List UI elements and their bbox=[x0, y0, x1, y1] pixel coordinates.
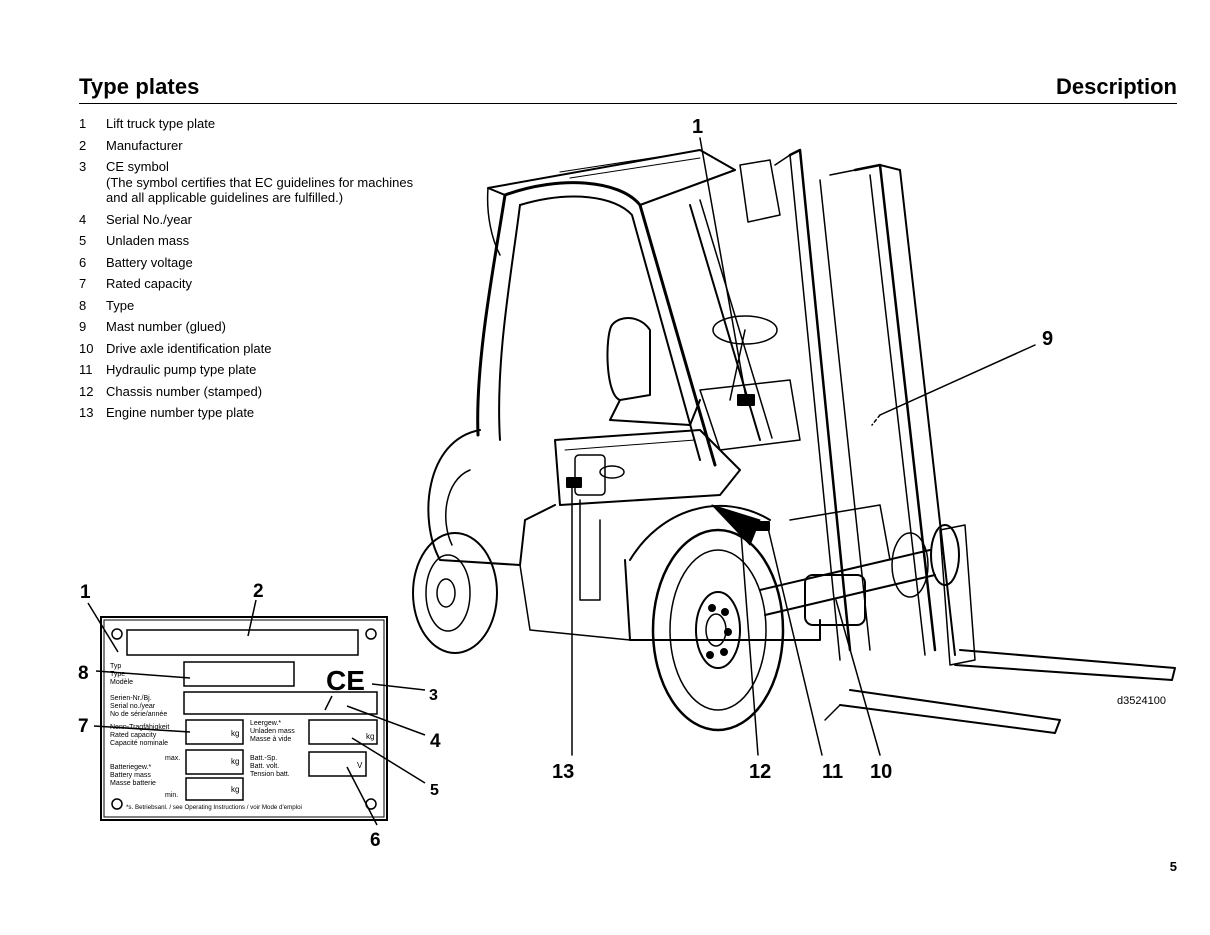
figure-code: d3524100 bbox=[1117, 695, 1166, 707]
legend-text: Manufacturer bbox=[106, 137, 183, 153]
label-unladen-fr: Masse à vide bbox=[250, 736, 291, 743]
legend-item: 12 Chassis number (stamped) bbox=[79, 384, 439, 400]
legend-item: 13 Engine number type plate bbox=[79, 405, 439, 421]
label-volt-en: Batt. volt. bbox=[250, 763, 279, 770]
unit-kg: kg bbox=[231, 757, 239, 766]
plate-callout-6: 6 bbox=[370, 830, 381, 851]
legend-list: 1 Lift truck type plate 2 Manufacturer 3… bbox=[79, 116, 439, 427]
plate-callout-7: 7 bbox=[78, 716, 89, 737]
legend-number: 9 bbox=[79, 319, 87, 334]
legend-text: Serial No./year bbox=[106, 211, 192, 227]
label-volt-de: Batt.-Sp. bbox=[250, 755, 277, 762]
legend-text: Mast number (glued) bbox=[106, 319, 226, 334]
legend-number: 8 bbox=[79, 297, 87, 313]
callout-1: 1 bbox=[692, 116, 703, 138]
legend-number: 5 bbox=[79, 233, 87, 248]
legend-item: 8 Type bbox=[79, 298, 439, 314]
legend-text: Type bbox=[106, 297, 135, 313]
ce-mark: CE bbox=[326, 665, 365, 696]
label-serial-fr: No de série/année bbox=[110, 711, 167, 718]
legend-text: Chassis number (stamped) bbox=[106, 383, 263, 399]
plate-callout-4: 4 bbox=[430, 731, 441, 752]
header-rule bbox=[79, 103, 1177, 104]
page-number: 5 bbox=[1169, 859, 1177, 874]
legend-text: CE symbol bbox=[106, 159, 169, 174]
plate-units: kg kg kg V kg bbox=[231, 729, 374, 794]
legend-item: 9 Mast number (glued) bbox=[79, 319, 439, 335]
legend-item: 10 Drive axle identification plate bbox=[79, 341, 439, 357]
legend-text: Rated capacity bbox=[106, 276, 192, 291]
label-rated-de: Nenn-Tragfähigkeit bbox=[110, 724, 169, 731]
label-batt-de: Batteriegew.* bbox=[110, 764, 152, 771]
legend-number: 10 bbox=[79, 340, 94, 356]
plate-callout-2: 2 bbox=[253, 581, 264, 602]
legend-item: 4 Serial No./year bbox=[79, 212, 439, 228]
legend-item: 11 Hydraulic pump type plate bbox=[79, 362, 439, 378]
callout-13: 13 bbox=[552, 761, 574, 783]
unit-kg: kg bbox=[231, 785, 239, 794]
legend-item: 7 Rated capacity bbox=[79, 276, 439, 292]
plate-callout-5: 5 bbox=[430, 782, 439, 799]
plate-callout-8: 8 bbox=[78, 663, 89, 684]
unit-kg: kg bbox=[231, 729, 239, 738]
label-rated-en: Rated capacity bbox=[110, 732, 157, 739]
label-serial-en: Serial no./year bbox=[110, 703, 156, 710]
unit-kg: kg bbox=[366, 732, 374, 741]
legend-text: Battery voltage bbox=[106, 254, 193, 270]
legend-item: 2 Manufacturer bbox=[79, 138, 439, 154]
unit-volt: V bbox=[357, 761, 363, 770]
legend-number: 3 bbox=[79, 159, 87, 174]
label-rated-fr: Capacité nominale bbox=[110, 740, 168, 747]
legend-number: 1 bbox=[79, 116, 87, 131]
legend-text: Unladen mass bbox=[106, 233, 190, 248]
legend-number: 12 bbox=[79, 383, 94, 399]
label-volt-fr: Tension batt. bbox=[250, 771, 290, 778]
legend-text: Drive axle identification plate bbox=[106, 340, 272, 356]
label-unladen-en: Unladen mass bbox=[250, 728, 295, 735]
plate-labels: Typ Type Modèle Serien-Nr./Bj. Serial no… bbox=[110, 663, 302, 811]
callout-9: 9 bbox=[1042, 328, 1053, 350]
section-title: Type plates bbox=[79, 74, 200, 99]
legend-number: 2 bbox=[79, 137, 87, 153]
label-batt-en: Battery mass bbox=[110, 772, 151, 779]
forklift-drawing bbox=[412, 137, 1176, 756]
callout-11: 11 bbox=[822, 761, 843, 783]
legend-text-group: CE symbol (The symbol certifies that EC … bbox=[106, 159, 439, 206]
label-modele: Modèle bbox=[110, 679, 133, 686]
plate-footer: *s. Betriebsanl. / see Operating Instruc… bbox=[126, 804, 302, 811]
callout-10: 10 bbox=[870, 761, 892, 783]
plate-drawing bbox=[87, 599, 426, 826]
label-type: Type bbox=[110, 671, 125, 678]
legend-number: 4 bbox=[79, 211, 87, 227]
legend-text: Lift truck type plate bbox=[106, 116, 216, 131]
label-unladen-de: Leergew.* bbox=[250, 720, 281, 727]
forklift-illustration: 1 9 13 12 11 10 d3524100 bbox=[412, 116, 1176, 783]
legend-number: 7 bbox=[79, 276, 87, 291]
label-batt-min: min. bbox=[165, 792, 178, 799]
callout-12: 12 bbox=[749, 761, 771, 783]
chapter-title: Description bbox=[1055, 74, 1177, 99]
plate-callout-1: 1 bbox=[80, 582, 91, 603]
legend-item: 3 CE symbol (The symbol certifies that E… bbox=[79, 159, 439, 206]
label-typ: Typ bbox=[110, 663, 121, 670]
legend-subtext: and all applicable guidelines are fulfil… bbox=[106, 190, 344, 205]
legend-subtext: (The symbol certifies that EC guidelines… bbox=[106, 174, 414, 190]
label-batt-max: max. bbox=[165, 755, 180, 762]
legend-number: 13 bbox=[79, 405, 94, 420]
type-plate-illustration: CE Typ Type Modèle Serien-Nr./Bj. Serial… bbox=[78, 581, 441, 851]
legend-item: 1 Lift truck type plate bbox=[79, 116, 439, 132]
legend-number: 6 bbox=[79, 254, 87, 270]
legend-item: 5 Unladen mass bbox=[79, 233, 439, 249]
legend-number: 11 bbox=[79, 362, 93, 377]
label-batt-fr: Masse batterie bbox=[110, 780, 156, 787]
plate-callout-3: 3 bbox=[429, 687, 438, 704]
label-serial-de: Serien-Nr./Bj. bbox=[110, 695, 152, 702]
plate-callouts: 1 2 8 3 7 4 5 6 bbox=[78, 581, 441, 851]
legend-text: Engine number type plate bbox=[106, 405, 255, 420]
legend-text: Hydraulic pump type plate bbox=[106, 362, 257, 377]
legend-item: 6 Battery voltage bbox=[79, 255, 439, 271]
